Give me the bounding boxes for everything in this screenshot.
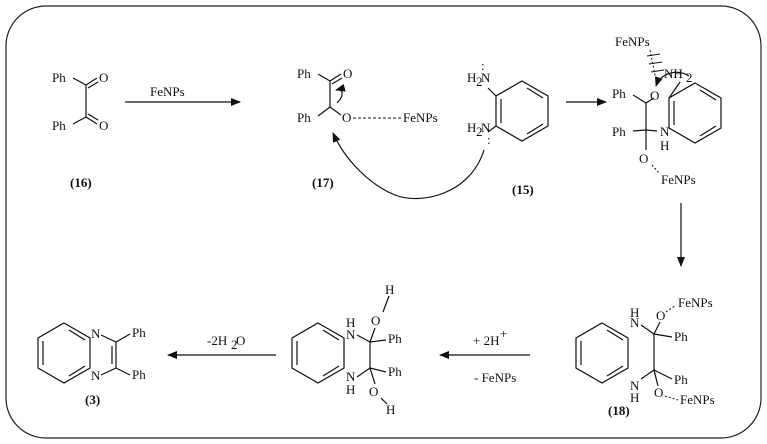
nucleophilic-attack-arrow bbox=[332, 132, 485, 200]
compound-label-17: (17) bbox=[312, 175, 334, 190]
oxygen-label: O bbox=[654, 385, 663, 400]
oxygen-label: O bbox=[342, 110, 351, 125]
oxygen-label: O bbox=[99, 118, 108, 133]
hydrogen-label: H bbox=[346, 382, 355, 397]
compound-18: N H N H O FeNPs Ph Ph O FeNPs (18) bbox=[575, 295, 715, 418]
svg-text:2: 2 bbox=[686, 70, 693, 85]
phenyl-label: Ph bbox=[674, 372, 688, 387]
compound-label-15: (15) bbox=[512, 182, 534, 197]
amine-label: H bbox=[467, 70, 476, 85]
hydrogen-label: H bbox=[386, 402, 395, 417]
amine-label: N bbox=[346, 327, 356, 342]
phenyl-label: Ph bbox=[132, 367, 146, 382]
hydrogen-label: H bbox=[630, 390, 639, 405]
amine-label: N bbox=[481, 120, 491, 135]
amine-label: N bbox=[630, 315, 640, 330]
scheme-border bbox=[5, 5, 762, 439]
oxygen-label: O bbox=[371, 313, 380, 328]
amine-label: N bbox=[346, 369, 356, 384]
compound-label-16: (16) bbox=[70, 175, 92, 190]
phenyl-label: Ph bbox=[52, 70, 66, 85]
amine-label: N bbox=[481, 70, 491, 85]
oxygen-label: O bbox=[343, 66, 352, 81]
fenps-label: FeNPs bbox=[680, 392, 715, 407]
compound-17: Ph Ph O O FeNPs (17) bbox=[297, 66, 438, 190]
hydrogen-label: H bbox=[385, 282, 394, 297]
lone-pair: : bbox=[487, 132, 491, 147]
intermediate-adduct: FeNPs NH 2 Ph O Ph N H O FeNPs bbox=[612, 34, 722, 187]
nitrogen-label: N bbox=[91, 368, 101, 383]
proton-reagent-label: + 2H bbox=[473, 333, 499, 348]
phenyl-label: Ph bbox=[52, 118, 66, 133]
compound-16: Ph Ph O O (16) bbox=[52, 70, 108, 190]
amine-label: N bbox=[630, 378, 640, 393]
oxygen-label: O bbox=[650, 88, 659, 103]
phenyl-label: Ph bbox=[612, 124, 626, 139]
reagent-label-fenps: FeNPs bbox=[150, 84, 185, 99]
phenyl-label: Ph bbox=[674, 329, 688, 344]
compound-label-18: (18) bbox=[608, 403, 630, 418]
compound-label-3: (3) bbox=[85, 392, 100, 407]
oxygen-label: O bbox=[369, 384, 378, 399]
svg-text:2: 2 bbox=[476, 124, 483, 139]
phenyl-label: Ph bbox=[132, 325, 146, 340]
fenps-label: FeNPs bbox=[661, 172, 696, 187]
oxygen-label: O bbox=[639, 151, 648, 166]
amine-label: NH bbox=[664, 66, 683, 81]
svg-text:2: 2 bbox=[231, 337, 238, 352]
fenps-label: FeNPs bbox=[615, 34, 650, 49]
svg-text:+: + bbox=[500, 326, 507, 341]
svg-text:2: 2 bbox=[476, 74, 483, 89]
phenyl-label: Ph bbox=[297, 66, 311, 81]
phenyl-label: Ph bbox=[612, 86, 626, 101]
phenyl-label: Ph bbox=[388, 331, 402, 346]
phenyl-label: Ph bbox=[297, 110, 311, 125]
phenyl-label: Ph bbox=[388, 364, 402, 379]
compound-15: H 2 N : H 2 N : (15) bbox=[467, 58, 549, 197]
nitrogen-label: N bbox=[91, 326, 101, 341]
fenps-label: FeNPs bbox=[403, 110, 438, 125]
oxygen-label: O bbox=[99, 70, 108, 85]
amine-label: N bbox=[660, 124, 670, 139]
lone-pair: : bbox=[481, 58, 485, 73]
dehydration-label: -2H bbox=[207, 333, 227, 348]
oxygen-label: O bbox=[656, 308, 665, 323]
hydrogen-label: H bbox=[660, 138, 669, 153]
compound-3: N N Ph Ph (3) bbox=[37, 322, 146, 407]
diol-intermediate: H N N H O H Ph Ph O H bbox=[291, 282, 402, 417]
hydrogen-label: H bbox=[346, 315, 355, 330]
svg-text:O: O bbox=[236, 333, 245, 348]
fenps-label: FeNPs bbox=[678, 295, 713, 310]
fenps-removal-label: - FeNPs bbox=[474, 370, 516, 385]
hydrogen-label: H bbox=[630, 305, 639, 320]
amine-label: H bbox=[467, 120, 476, 135]
